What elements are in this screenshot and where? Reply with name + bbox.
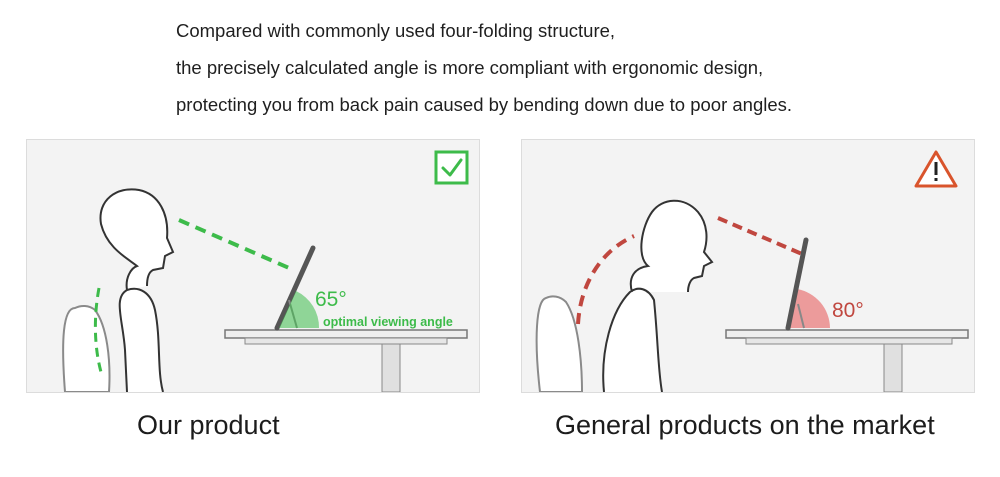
desk-rail	[244, 337, 448, 345]
chair-icon	[535, 295, 584, 392]
person-hunched-icon	[602, 199, 714, 392]
tablet-stand	[797, 303, 805, 329]
tablet-screen	[274, 245, 316, 331]
angle-wedge	[279, 291, 320, 328]
intro-line-3: protecting you from back pain caused by …	[176, 94, 793, 115]
intro-line-2: the precisely calculated angle is more c…	[176, 57, 764, 78]
person-upright-icon	[99, 188, 175, 392]
angle-label: 65°	[315, 288, 347, 311]
angle-note: optimal viewing angle	[323, 315, 453, 329]
warning-icon	[914, 150, 958, 188]
spine-line	[576, 234, 635, 325]
desk-top	[224, 329, 468, 339]
angle-label: 80°	[832, 299, 864, 322]
checkmark-icon	[434, 150, 469, 185]
bad-posture-drawing: 80°	[535, 150, 969, 392]
caption-general-products: General products on the market	[555, 410, 935, 440]
desk-top	[725, 329, 969, 339]
sight-line	[178, 218, 290, 270]
desk-leg	[381, 343, 401, 392]
chair-icon	[62, 304, 111, 392]
caption-our-product: Our product	[137, 410, 280, 440]
general-product-illustration: 80°	[521, 139, 975, 393]
good-posture-drawing: 65° optimal viewing angle	[62, 150, 469, 392]
angle-wedge	[790, 289, 830, 328]
intro-text: Compared with commonly used four-folding…	[176, 12, 956, 123]
intro-line-1: Compared with commonly used four-folding…	[176, 20, 616, 41]
spine-line	[93, 287, 103, 373]
sight-line	[717, 216, 803, 256]
desk-rail	[745, 337, 953, 345]
tablet-screen	[785, 237, 809, 331]
desk-leg	[883, 343, 903, 392]
our-product-illustration: 65° optimal viewing angle	[26, 139, 480, 393]
